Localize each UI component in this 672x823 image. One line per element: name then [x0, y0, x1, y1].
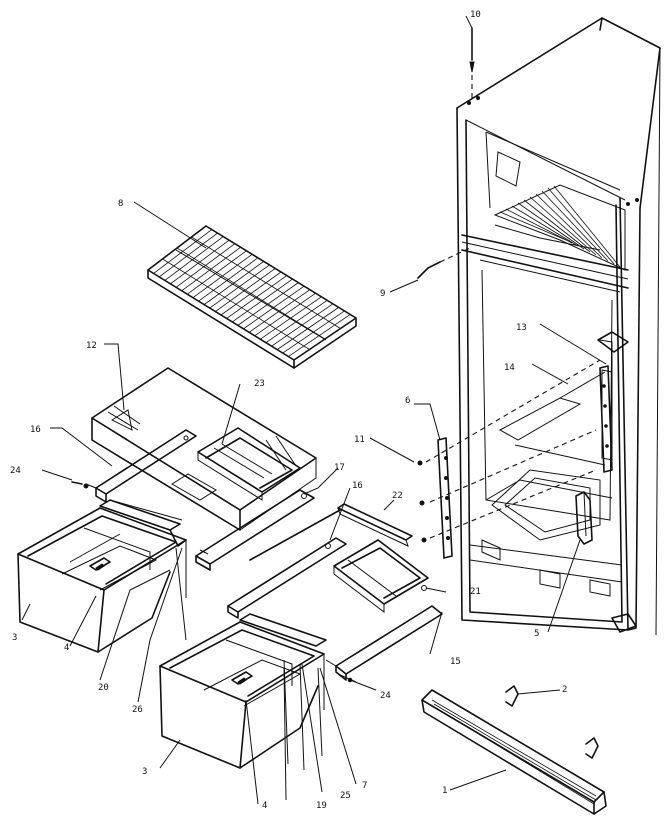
- callout-15: 15: [450, 657, 461, 667]
- callout-26: 26: [132, 705, 143, 715]
- part-1-toe-grille: [421, 689, 607, 815]
- callout-9: 9: [380, 289, 385, 299]
- part-6-ladder-rail: [417, 359, 601, 559]
- callout-25: 25: [340, 791, 351, 801]
- part-2-grille-clips: [505, 685, 599, 759]
- callout-24-lower: 24: [380, 691, 391, 701]
- part-5-bracket: [575, 491, 593, 545]
- callout-labels: 1 2 3 3 4 4 5 6 7 8 9 10 11 12 13 14 15 …: [10, 10, 567, 811]
- part-21-lower-frame: [333, 539, 429, 614]
- lower-crisper-drawer: [159, 613, 327, 771]
- callout-1: 1: [442, 786, 447, 796]
- callout-3-upper: 3: [12, 633, 17, 643]
- callout-4-lower: 4: [262, 801, 267, 811]
- part-10-hinge-pin: [469, 27, 475, 100]
- callout-7: 7: [362, 781, 367, 791]
- callout-14: 14: [504, 363, 515, 373]
- callout-13: 13: [516, 323, 527, 333]
- part-24-screw-upper: [71, 481, 89, 489]
- part-15-rail: [325, 605, 443, 681]
- callout-17: 17: [334, 463, 345, 473]
- callout-19: 19: [316, 801, 327, 811]
- part-22-retainer: [337, 503, 413, 547]
- part-8-wire-shelf: [147, 225, 357, 369]
- part-12-crisper-cover: [91, 367, 317, 531]
- callout-12: 12: [86, 341, 97, 351]
- callout-6: 6: [405, 396, 410, 406]
- part-20-26-track: [99, 499, 187, 641]
- callout-3-lower: 3: [142, 767, 147, 777]
- callout-2: 2: [562, 685, 567, 695]
- part-9-clip: [417, 247, 471, 279]
- upper-crisper-drawer: [17, 507, 187, 653]
- part-17-rail: [195, 489, 315, 571]
- callout-21: 21: [470, 587, 481, 597]
- callout-24-upper: 24: [10, 466, 21, 476]
- callout-4-upper: 4: [64, 643, 69, 653]
- leader-lines: [21, 15, 607, 805]
- callout-10: 10: [470, 10, 481, 20]
- callout-16-lower: 16: [352, 481, 363, 491]
- callout-16-upper: 16: [30, 425, 41, 435]
- refrigerator-cabinet: [456, 17, 661, 636]
- callout-22: 22: [392, 491, 403, 501]
- part-18-lower-rail: [227, 509, 347, 619]
- callout-8: 8: [118, 199, 123, 209]
- callout-23: 23: [254, 379, 265, 389]
- callout-11: 11: [354, 435, 365, 445]
- part-13-ladder-right: [599, 365, 613, 473]
- part-16-upper-rail: [85, 429, 197, 503]
- callout-20: 20: [98, 683, 109, 693]
- callout-5: 5: [534, 629, 539, 639]
